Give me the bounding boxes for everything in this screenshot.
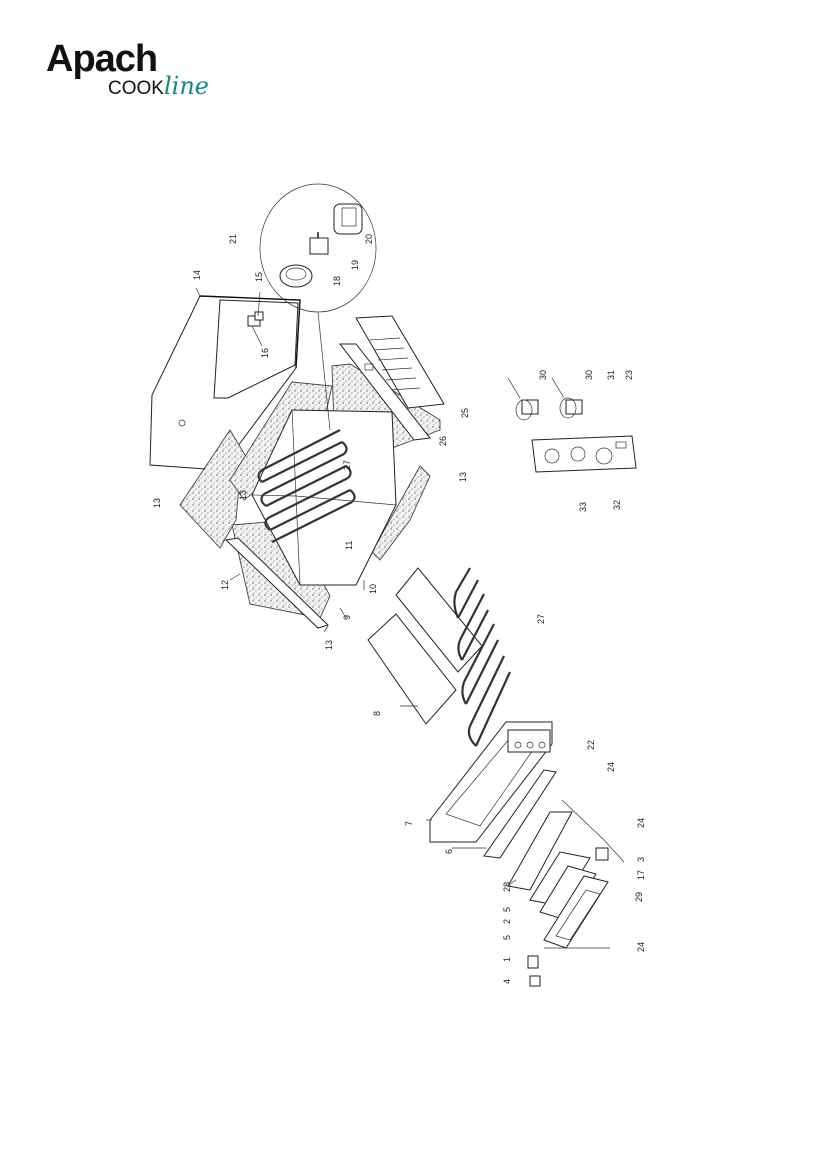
- callout-label: 29: [634, 892, 644, 902]
- callout-labels: 14 15 16 21 18 19 20 25 26 27 13 13 13 1…: [152, 234, 646, 984]
- callout-label: 7: [404, 821, 414, 826]
- callout-label: 21: [228, 234, 238, 244]
- callout-label: 2: [502, 919, 512, 924]
- detail-circle: [259, 183, 377, 431]
- callout-label: 26: [438, 436, 448, 446]
- callout-label: 13: [152, 498, 162, 508]
- gasket-part: [483, 769, 557, 859]
- control-panel-part: [507, 729, 551, 753]
- callout-label: 23: [624, 370, 634, 380]
- callout-label: 5: [502, 935, 512, 940]
- callout-label: 32: [612, 500, 622, 510]
- bottom-panel-part: [224, 537, 329, 629]
- callout-label: 13: [324, 640, 334, 650]
- cover-knobs-part: [247, 311, 264, 327]
- coil-part-27: [453, 567, 511, 747]
- door-panel-part-29: [543, 875, 609, 949]
- inner-coil-part: [257, 429, 356, 543]
- logo-cook-text: COOK: [108, 78, 164, 99]
- back-plate-part: [338, 343, 431, 441]
- callout-label: 19: [350, 260, 360, 270]
- callout-label: 8: [372, 711, 382, 716]
- logo-line-text: line: [164, 72, 210, 100]
- callout-label: 30: [538, 370, 548, 380]
- callout-label: 24: [606, 762, 616, 772]
- callout-label: 9: [342, 615, 352, 620]
- callout-label: 6: [444, 849, 454, 854]
- control-unit-part: [531, 435, 637, 473]
- brand-logo: Apach COOK line: [46, 38, 216, 108]
- callout-label: 16: [260, 348, 270, 358]
- callout-label: 30: [584, 370, 594, 380]
- top-cover-part: [149, 295, 301, 471]
- inner-tank-part: [251, 409, 397, 586]
- callout-label: 13: [238, 490, 248, 500]
- door-frame-part-28: [507, 811, 573, 891]
- callout-label: 11: [344, 541, 354, 550]
- callout-label: 10: [368, 584, 378, 594]
- callout-label: 4: [502, 979, 512, 984]
- back-grille-part: [355, 315, 445, 409]
- knob-part-30: [507, 377, 583, 421]
- callout-label: 1: [502, 957, 512, 962]
- detail-part-18: [279, 264, 313, 288]
- detail-part-19: [309, 232, 329, 255]
- callout-label: 27: [342, 460, 352, 470]
- callout-label: 15: [254, 272, 264, 282]
- callout-label: 25: [460, 408, 470, 418]
- hinge-parts: [527, 799, 625, 987]
- callout-label: 24: [636, 942, 646, 952]
- callout-label: 22: [586, 740, 596, 750]
- callout-label: 17: [636, 870, 646, 880]
- callout-label: 27: [536, 614, 546, 624]
- callout-label: 5: [502, 907, 512, 912]
- logo-brand-text: Apach: [46, 38, 158, 80]
- detail-part-20: [333, 203, 363, 235]
- callout-label: 3: [636, 857, 646, 862]
- callout-label: 14: [192, 270, 202, 280]
- callout-label: 20: [364, 234, 374, 244]
- leader-lines: [195, 287, 610, 949]
- callout-label: 31: [606, 370, 616, 380]
- callout-label: 18: [332, 276, 342, 286]
- callout-label: 12: [220, 580, 230, 590]
- callout-label: 28: [502, 882, 512, 892]
- callout-label: 24: [636, 818, 646, 828]
- callout-label: 13: [458, 472, 468, 482]
- callout-label: 33: [578, 502, 588, 512]
